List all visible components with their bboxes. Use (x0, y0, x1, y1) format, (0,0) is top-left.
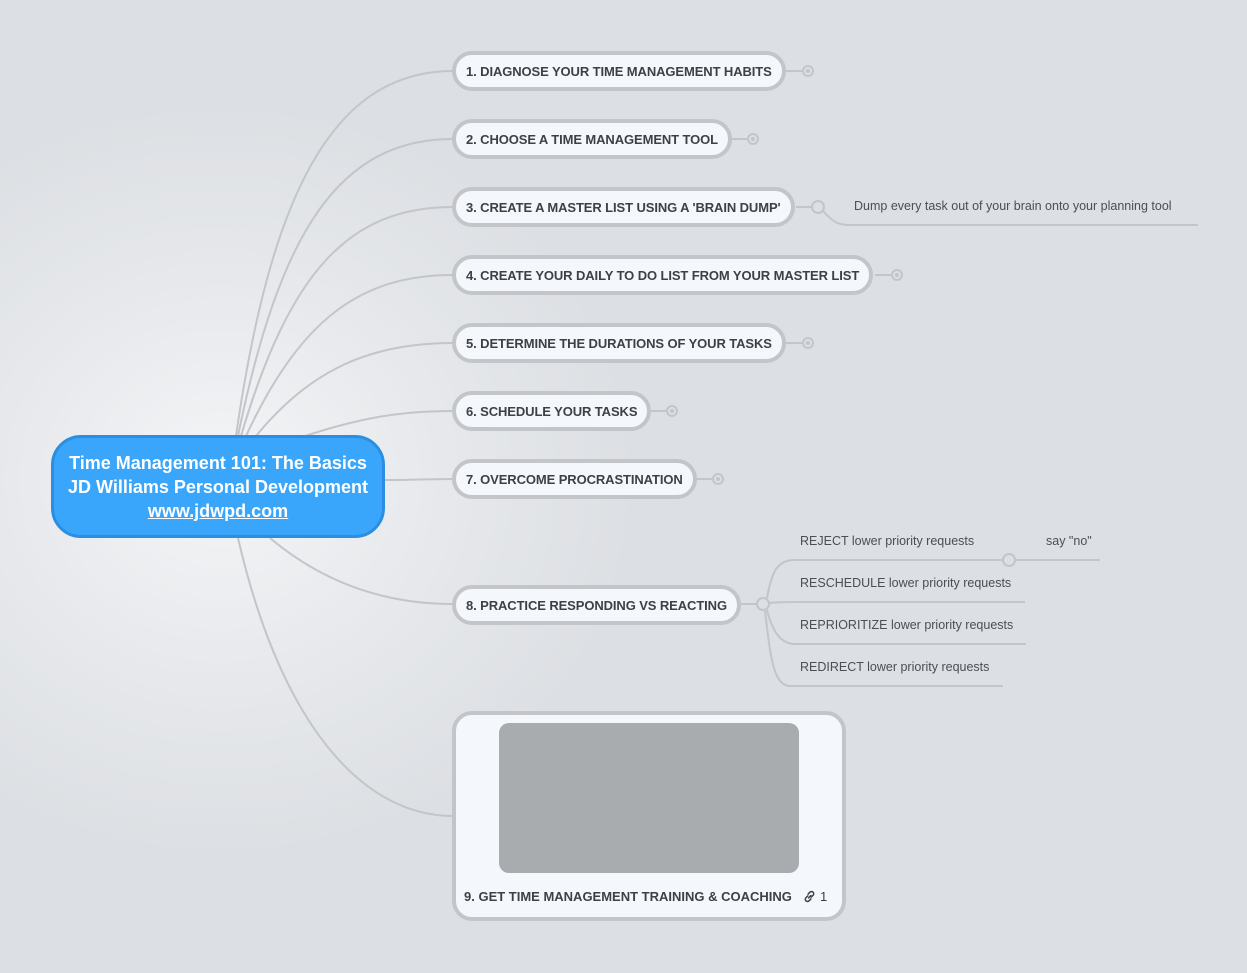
central-subtitle: JD Williams Personal Development (68, 476, 368, 497)
subtopic-reject[interactable]: REJECT lower priority requests (800, 534, 975, 548)
topic-image-placeholder[interactable] (499, 723, 799, 873)
central-link[interactable]: www.jdwpd.com (147, 500, 289, 521)
subtopic-redirect[interactable]: REDIRECT lower priority requests (800, 660, 990, 674)
link-icon (804, 890, 815, 903)
topic-label: 5. DETERMINE THE DURATIONS OF YOUR TASKS (466, 335, 772, 351)
link-count: 1 (820, 889, 828, 904)
topic-label: 9. GET TIME MANAGEMENT TRAINING & COACHI… (464, 889, 792, 904)
topic-6[interactable]: 6. SCHEDULE YOUR TASKS (452, 391, 652, 431)
subtopic-reschedule[interactable]: RESCHEDULE lower priority requests (800, 576, 1012, 590)
topic-label: 4. CREATE YOUR DAILY TO DO LIST FROM YOU… (466, 267, 860, 283)
topic-7[interactable]: 7. OVERCOME PROCRASTINATION (452, 459, 697, 499)
topic-5[interactable]: 5. DETERMINE THE DURATIONS OF YOUR TASKS (452, 323, 786, 363)
topic-label: 8. PRACTICE RESPONDING VS REACTING (466, 597, 727, 613)
topic-label: 6. SCHEDULE YOUR TASKS (466, 403, 638, 419)
topic-2[interactable]: 2. CHOOSE A TIME MANAGEMENT TOOL (452, 119, 732, 159)
collapse-toggle-icon[interactable] (1002, 553, 1016, 567)
central-title: Time Management 101: The Basics (69, 452, 367, 473)
expand-toggle-icon[interactable] (802, 65, 814, 77)
topic-1[interactable]: 1. DIAGNOSE YOUR TIME MANAGEMENT HABITS (452, 51, 786, 91)
central-topic[interactable]: Time Management 101: The Basics JD Willi… (51, 435, 385, 538)
topic-3[interactable]: 3. CREATE A MASTER LIST USING A 'BRAIN D… (452, 187, 795, 227)
topic-label: 1. DIAGNOSE YOUR TIME MANAGEMENT HABITS (466, 63, 772, 79)
collapse-toggle-icon[interactable] (811, 200, 825, 214)
topic-8[interactable]: 8. PRACTICE RESPONDING VS REACTING (452, 585, 741, 625)
topic-4[interactable]: 4. CREATE YOUR DAILY TO DO LIST FROM YOU… (452, 255, 874, 295)
expand-toggle-icon[interactable] (666, 405, 678, 417)
topic-label: 2. CHOOSE A TIME MANAGEMENT TOOL (466, 131, 718, 147)
topic-9-image-card[interactable]: 9. GET TIME MANAGEMENT TRAINING & COACHI… (452, 711, 846, 921)
collapse-toggle-icon[interactable] (756, 597, 770, 611)
expand-toggle-icon[interactable] (747, 133, 759, 145)
topic-label: 3. CREATE A MASTER LIST USING A 'BRAIN D… (466, 199, 781, 215)
expand-toggle-icon[interactable] (712, 473, 724, 485)
subtopic-reprioritize[interactable]: REPRIORITIZE lower priority requests (800, 618, 1014, 632)
subtopic-say-no[interactable]: say "no" (1046, 534, 1092, 548)
expand-toggle-icon[interactable] (891, 269, 903, 281)
topic-label: 7. OVERCOME PROCRASTINATION (466, 471, 683, 487)
expand-toggle-icon[interactable] (802, 337, 814, 349)
subtopic-brain-dump[interactable]: Dump every task out of your brain onto y… (854, 199, 1172, 213)
link-badge[interactable]: 1 (802, 889, 827, 904)
